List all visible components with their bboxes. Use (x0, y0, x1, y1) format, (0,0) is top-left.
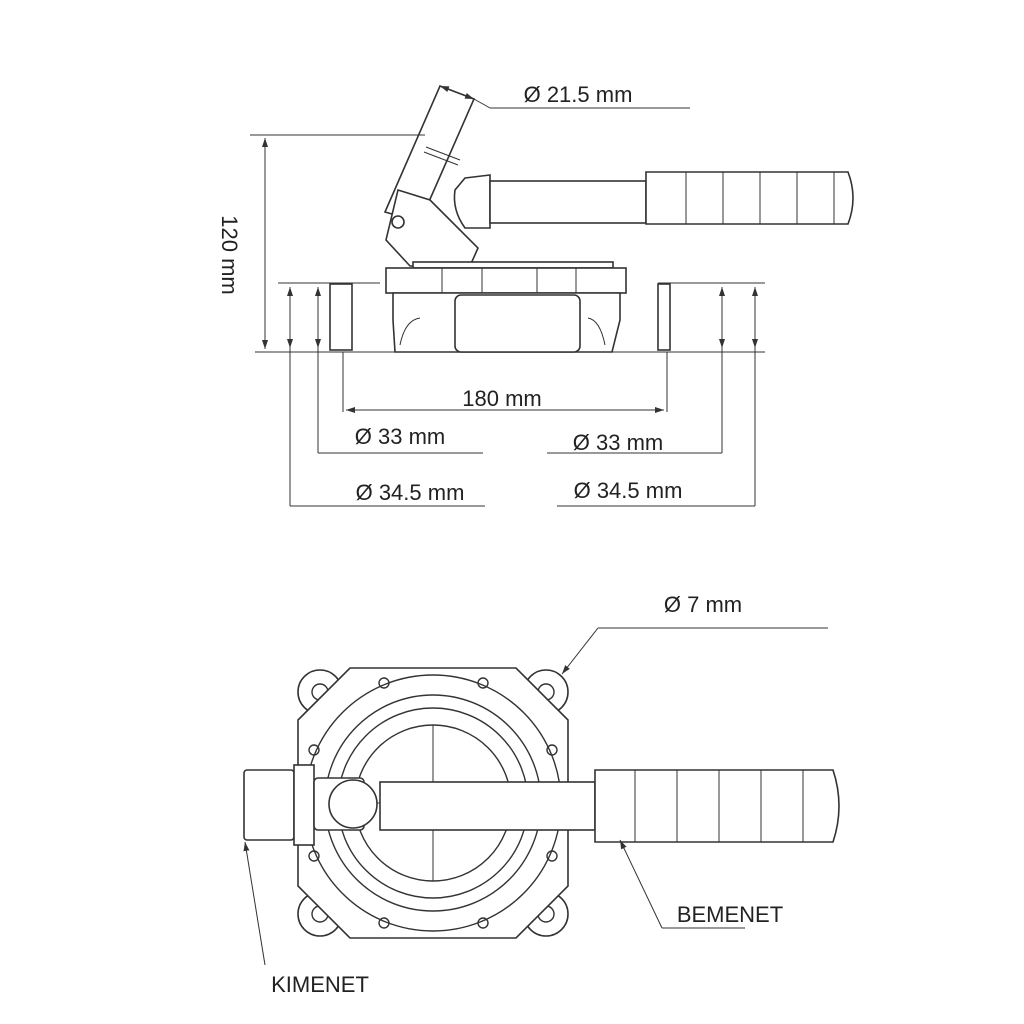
housing-bolts (308, 677, 558, 929)
handle-diameter-label: Ø 21.5 mm (524, 82, 633, 107)
inlet-label: BEMENET (677, 902, 783, 927)
right-port (657, 283, 671, 351)
outer-diameter-left: Ø 34.5 mm (356, 480, 465, 505)
pump-flange (385, 267, 627, 294)
inner-diameter-right: Ø 33 mm (573, 430, 663, 455)
handle-grip-top (594, 769, 840, 843)
mount-hole-diameter-label: Ø 7 mm (664, 592, 742, 617)
handle-tube-top (379, 781, 596, 831)
outlet-port (243, 769, 295, 841)
height-dimension: 120 mm (217, 215, 242, 294)
pivot-pin (391, 215, 405, 229)
handle-grip (645, 171, 854, 225)
port-spacing-label: 180 mm (462, 386, 541, 411)
outer-diameter-right: Ø 34.5 mm (574, 478, 683, 503)
top-view: Ø 7 mm BEMENET KIMENET (243, 592, 840, 997)
pivot-knob (328, 779, 378, 829)
pump-chamber (454, 294, 581, 353)
left-port (329, 283, 353, 351)
handle-tube (489, 180, 647, 224)
outlet-label: KIMENET (271, 972, 369, 997)
outlet-fitting (293, 764, 315, 846)
side-view: 120 mm Ø 21.5 mm 180 mm Ø 33 mm Ø 34.5 m… (217, 82, 854, 507)
inner-diameter-left: Ø 33 mm (355, 424, 445, 449)
handle-joint (453, 174, 491, 229)
